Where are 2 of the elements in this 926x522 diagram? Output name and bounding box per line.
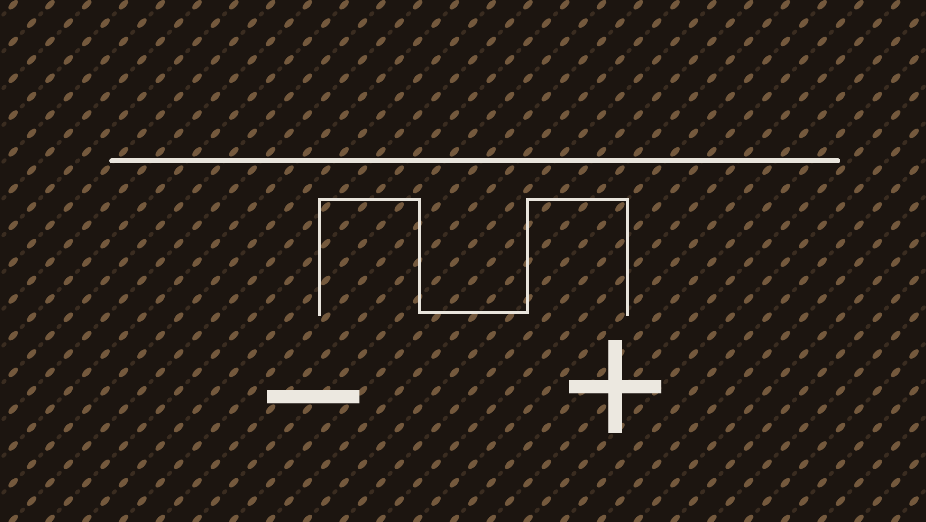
polarity-sign: + (560, 290, 671, 480)
polarity-sign: − (258, 300, 369, 490)
